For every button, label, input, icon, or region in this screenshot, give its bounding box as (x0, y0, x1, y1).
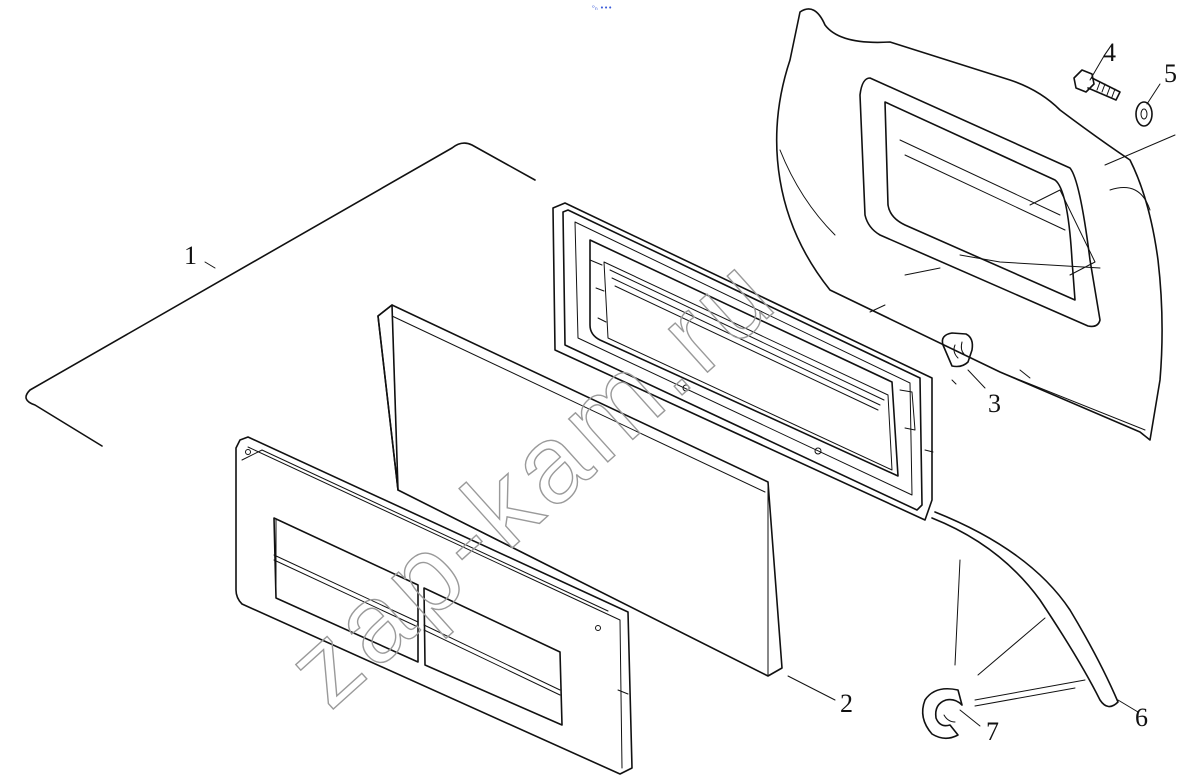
front-grille (235, 436, 633, 775)
watermark-text: zap-kam.ru (264, 230, 800, 730)
label-part-1: 1 (184, 241, 197, 270)
window-frame (552, 202, 934, 521)
cab-wall-panel (775, 8, 1176, 441)
group-bracket-part-1 (25, 142, 536, 447)
top-mark: ᵒₙ ••• (592, 4, 612, 12)
label-part-7: 7 (986, 717, 999, 746)
clip-part-7 (921, 687, 981, 740)
clip-part-3 (941, 332, 986, 389)
washer-part-5 (1135, 83, 1161, 127)
bolt-part-4 (1073, 55, 1121, 101)
glass-pane-part-2 (377, 304, 783, 677)
label-part-4: 4 (1103, 38, 1116, 67)
seal-strip-part-6 (931, 511, 1139, 713)
label-part-2: 2 (840, 689, 853, 718)
label-part-6: 6 (1135, 703, 1148, 732)
leader-part-2 (787, 675, 836, 701)
label-part-3: 3 (988, 389, 1001, 418)
label-part-5: 5 (1164, 59, 1177, 88)
